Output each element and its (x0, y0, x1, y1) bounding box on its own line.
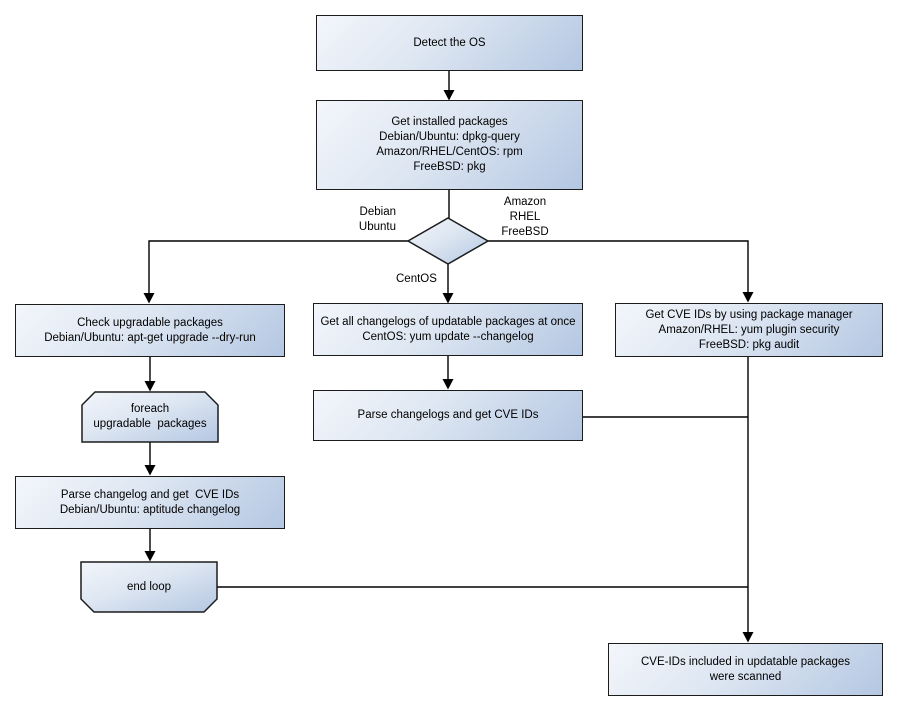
node-label: Get CVE IDs by using package manager (645, 308, 853, 321)
arrowhead-icon (144, 381, 156, 392)
node-command: Debian/Ubuntu: aptitude changelog (59, 503, 241, 516)
node-command: CentOS: yum update --changelog (362, 330, 534, 343)
node-parse-changelogs-centos: Parse changelogs and get CVE IDs (313, 390, 583, 441)
node-end-loop: end loop (81, 562, 217, 612)
arrowhead-icon (144, 465, 156, 476)
node-get-installed-packages: Get installed packages Debian/Ubuntu: dp… (316, 100, 583, 190)
node-label: Get all changelogs of updatable packages… (320, 315, 576, 328)
node-command: Amazon/RHEL/CentOS: rpm (376, 146, 523, 158)
node-label: Detect the OS (413, 36, 486, 49)
node-label: Check upgradable packages (77, 316, 223, 329)
node-label: were scanned (709, 670, 782, 683)
node-command: Debian/Ubuntu: dpkg-query (379, 131, 520, 143)
node-check-upgradable-packages: Check upgradable packages Debian/Ubuntu:… (15, 304, 285, 357)
edge-label-debian-ubuntu: Debian Ubuntu (338, 205, 396, 235)
node-detect-os: Detect the OS (316, 15, 583, 71)
edge-label-line: RHEL (509, 211, 541, 223)
node-command: FreeBSD: pkg audit (698, 338, 800, 351)
node-label: Parse changelogs and get CVE IDs (357, 409, 539, 421)
node-label: end loop (126, 580, 172, 593)
arrowhead-icon (742, 292, 754, 303)
arrowhead-icon (742, 632, 754, 643)
edge-decision-to-check-upgradable (148, 240, 408, 293)
node-label: Get installed packages (391, 116, 508, 128)
node-command: Amazon/RHEL: yum plugin security (658, 323, 840, 336)
node-parse-changelog-left: Parse changelog and get CVE IDs Debian/U… (15, 476, 285, 529)
edge-label-line: FreeBSD (501, 226, 549, 238)
node-label: upgradable packages (93, 418, 207, 430)
node-foreach-upgradable-packages: foreach upgradable packages (82, 392, 218, 442)
node-label: Parse changelog and get CVE IDs (60, 488, 240, 501)
node-label: foreach (130, 403, 170, 415)
arrowhead-icon (442, 379, 454, 390)
arrowhead-icon (143, 293, 155, 304)
node-get-cve-by-package-manager: Get CVE IDs by using package manager Ama… (615, 303, 883, 357)
arrowhead-icon (144, 551, 156, 562)
edge-label-line: Ubuntu (358, 221, 396, 233)
edge-label-line: Amazon (503, 196, 547, 208)
edge-decision-to-get-cve (488, 240, 749, 292)
node-result-cve-scanned: CVE-IDs included in updatable packages w… (608, 643, 883, 696)
edge-label-line: CentOS (396, 273, 437, 285)
os-decision-diamond (406, 217, 490, 265)
edge-label-amazon-rhel-freebsd: Amazon RHEL FreeBSD (494, 195, 556, 240)
node-command: FreeBSD: pkg (413, 161, 486, 173)
end-loop-shape (80, 561, 218, 613)
foreach-loop-shape (81, 391, 219, 443)
node-get-changelogs-centos: Get all changelogs of updatable packages… (313, 303, 583, 356)
arrowhead-icon (443, 90, 455, 101)
arrowhead-icon (442, 293, 454, 304)
node-label: CVE-IDs included in updatable packages (640, 655, 851, 668)
node-command: Debian/Ubuntu: apt-get upgrade --dry-run (44, 331, 256, 344)
edge-label-centos: CentOS (396, 272, 446, 287)
edge-label-line: Debian (359, 206, 396, 218)
